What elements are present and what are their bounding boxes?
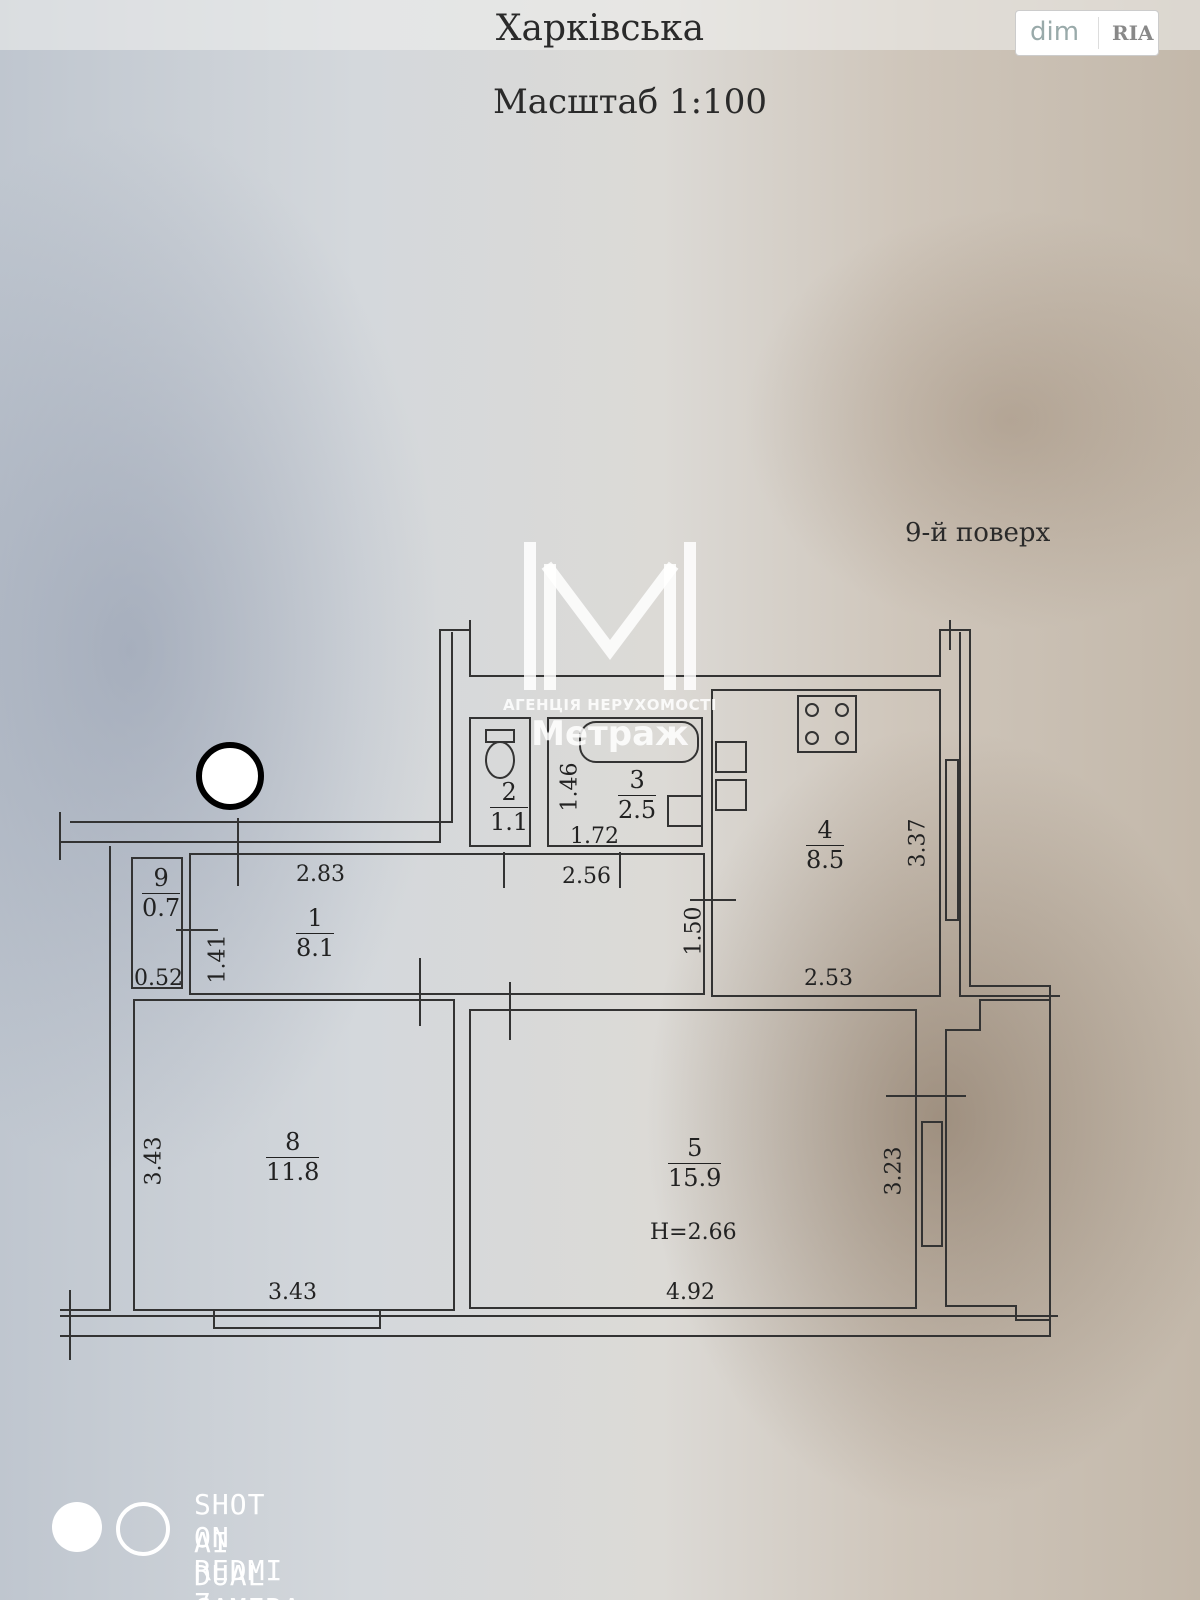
plan-floor-label: 9-й поверх: [905, 518, 1051, 548]
dim-3-23: 3.23: [881, 1146, 907, 1196]
room5-window: [921, 1121, 943, 1247]
dim-3-37: 3.37: [905, 818, 931, 868]
dim-2-83: 2.83: [296, 862, 345, 887]
camera-line-1: SHOT ON REDMI 7: [194, 1488, 284, 1600]
room8-window: [213, 1309, 381, 1329]
dim-0-52: 0.52: [134, 966, 183, 991]
dim-4-92: 4.92: [666, 1280, 715, 1305]
room-2-outline: [469, 717, 531, 847]
camera-dot-outline-icon: [116, 1502, 170, 1556]
dim-2-56: 2.56: [562, 864, 611, 889]
kitchen-window: [945, 759, 959, 921]
dim-1-46: 1.46: [557, 762, 583, 812]
agency-logo-icon: [524, 542, 696, 690]
dim-3-43-vertical: 3.43: [141, 1136, 167, 1186]
badge-ria-text: RIA: [1112, 21, 1154, 45]
plan-city-title: Харківська: [495, 8, 705, 49]
agency-watermark: АГЕНЦІЯ НЕРУХОМОСТІ Метраж: [490, 540, 730, 754]
dim-1-41: 1.41: [205, 934, 231, 984]
paper-header-strip: [0, 0, 1200, 50]
camera-line-2: AI DUAL CAMERA: [194, 1526, 300, 1600]
stove-outline: [797, 695, 857, 753]
room-3-outline: [547, 717, 703, 847]
room-5-outline: [469, 1009, 917, 1309]
watermark-subtitle: АГЕНЦІЯ НЕРУХОМОСТІ: [503, 696, 717, 714]
camera-dot-filled-icon: [52, 1502, 102, 1552]
room-4-outline: [711, 689, 941, 997]
badge-separator: [1098, 17, 1099, 49]
watermark-brand: Метраж: [531, 714, 689, 754]
badge-dim-text: dim: [1030, 17, 1080, 47]
ceiling-height-label: H=2.66: [650, 1220, 737, 1245]
dim-1-72: 1.72: [570, 824, 619, 849]
room-9-outline: [131, 857, 183, 989]
room-1-outline: [189, 853, 705, 995]
dim-2-53: 2.53: [804, 966, 853, 991]
balcony-outline: [945, 999, 1051, 1321]
plan-scale: Масштаб 1:100: [492, 82, 768, 122]
marker-dot: [196, 742, 264, 810]
dim-3-43-horizontal: 3.43: [268, 1280, 317, 1305]
dim-1-50: 1.50: [681, 906, 707, 956]
dimria-badge: dim RIA: [1015, 10, 1159, 56]
